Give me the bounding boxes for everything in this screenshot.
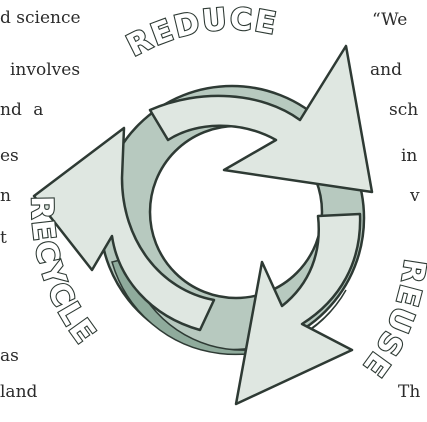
- cycle-ring-shade: [111, 257, 347, 356]
- label-reduce: REDUCE: [121, 2, 280, 64]
- left-text-line-1: d science: [0, 8, 81, 28]
- left-text-line-2: involves: [10, 60, 81, 80]
- arrow-reuse: [234, 212, 362, 406]
- left-text-line-7: as: [0, 346, 19, 366]
- left-text-line-8: land: [0, 382, 38, 402]
- left-text-line-4: es: [0, 146, 19, 166]
- label-reuse: REUSE: [355, 257, 427, 384]
- arrow-recycle: [32, 126, 216, 332]
- left-text-line-5: n: [0, 186, 11, 206]
- arrow-reduce: [148, 44, 374, 194]
- left-text-line-6: t: [0, 228, 7, 248]
- label-reduce-text: REDUCE: [120, 1, 279, 65]
- right-text-line-5: v: [410, 186, 420, 206]
- label-reuse-text: REUSE: [354, 256, 427, 385]
- right-text-line-1: “We: [372, 10, 408, 30]
- right-text-line-4: in: [401, 146, 418, 166]
- right-text-line-6: Th: [398, 382, 421, 402]
- right-text-line-2: and: [370, 60, 402, 80]
- left-text-line-3: nd a: [0, 100, 44, 120]
- right-text-line-3: sch: [389, 100, 419, 120]
